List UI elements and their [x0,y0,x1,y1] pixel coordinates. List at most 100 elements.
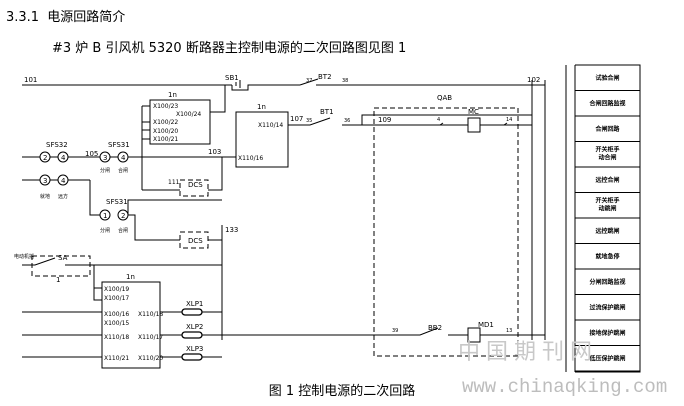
label-105: 105 [85,150,98,158]
label-36: 36 [344,118,350,124]
label-x110-17: X110/17 [138,334,163,341]
legend-item: 合闸回路 [595,125,620,133]
dcs-box-2 [179,231,209,249]
wire-top [22,84,545,91]
label-bt2: BT2 [318,73,332,81]
label-37: 37 [306,78,312,84]
sfs32-contact-3 [39,174,51,186]
label-x110-21: X110/21 [104,355,129,362]
sfs31b-contact-1 [99,209,111,221]
label-13: 13 [506,328,512,334]
label-107: 107 [290,115,303,123]
label-close-1: 合闸 [118,167,128,174]
section-title: 电源回路简介 [47,10,126,25]
label-133: 133 [225,226,238,234]
legend-item: 过流保护跳闸 [589,303,625,311]
sfs31-contact-3 [99,151,111,163]
label-dcs-2: DCS [188,237,203,245]
legend-item: 合闸回路监视 [589,99,625,107]
xlp1-plate [181,308,203,316]
label-14: 14 [506,117,512,123]
label-xlp1: XLP1 [186,300,203,308]
label-x100-15: X100/15 [104,320,129,327]
section-heading: 3.3.1 电源回路简介 [6,6,125,25]
label-sa: SA [58,254,68,262]
label-md1: MD1 [478,321,494,329]
legend-list: 试验合闸合闸回路监视合闸回路开关柜手动合闸远控合闸开关柜手动跳闸远控跳闸就地急停… [575,74,640,372]
label-close-2: 合闸 [118,227,128,234]
sfs32-contact-4b [57,174,69,186]
dcs-box-1 [179,179,209,197]
label-x100-16: X100/16 [104,311,129,318]
legend-item: 低压保护跳闸 [588,354,625,362]
wire-bottom-left [22,265,102,358]
sfs32-contact-4 [57,151,69,163]
legend-item: 接地保护跳闸 [588,329,625,337]
relay-box-1n-mid [235,111,289,168]
label-sfs31-a: SFS31 [108,141,130,149]
svg-text:3: 3 [43,177,47,185]
label-4: 4 [437,117,440,123]
wire-right-bus [531,80,546,340]
label-x110-18a: X110/18 [104,334,129,341]
label-remote: 远方 [58,193,68,200]
figure-intro-text: #3 炉 B 引风机 5320 断路器主控制电源的二次回路图见图 1 [52,41,407,56]
label-x100-23: X100/23 [153,103,178,110]
figure-caption: 图 1 控制电源的二次回路 [268,384,416,399]
label-x100-24: X100/24 [176,111,201,118]
wire-bb2 [222,327,545,336]
label-sb1: SB1 [225,74,239,82]
label-x100-19: X100/19 [104,286,129,293]
label-102: 102 [527,76,540,84]
svg-text:4: 4 [61,154,66,162]
wire-box-top [141,85,226,190]
wire-sa [22,257,222,266]
label-x100-21: X100/21 [153,136,178,143]
legend-item: 远控合闸 [595,176,619,184]
svg-text:2: 2 [43,154,47,162]
wire-107 [288,114,532,126]
label-1n-a: 1n [168,91,177,99]
svg-text:3: 3 [103,154,107,162]
wire-133 [127,199,223,340]
label-sa-desc: 电动机摇 [14,253,34,260]
xlp3-plate [181,353,203,361]
label-1n-b: 1n [257,103,266,111]
label-dcs-1: DCS [188,181,203,189]
label-x100-20: X100/20 [153,128,178,135]
legend-item: 试验合闸 [595,74,619,82]
label-sfs32: SFS32 [46,141,68,149]
label-x100-22: X100/22 [153,119,178,126]
legend-item: 开关柜手动合闸 [595,146,619,162]
svg-text:2: 2 [121,212,125,220]
sfs32-contact-2 [39,151,51,163]
label-open-1: 分闸 [100,167,110,174]
sfs31-contact-4 [117,151,129,163]
label-103: 103 [208,148,221,156]
label-mc: MC [468,108,479,116]
wire-sfs-down [89,180,100,216]
label-35: 35 [306,118,312,124]
legend-item: 就地急停 [595,252,619,260]
label-sfs31-b: SFS31 [106,198,128,206]
label-open-2: 分闸 [100,227,110,234]
label-sa-1: 1 [56,276,60,284]
qab-breaker-box [373,107,519,357]
label-101: 101 [24,76,37,84]
section-number: 3.3.1 [6,10,40,25]
wire-xlp [160,311,222,358]
label-x110-20: X110/20 [138,355,163,362]
label-111: 111 [168,179,180,186]
label-39: 39 [392,328,398,334]
mc-coil [467,117,481,133]
label-qab: QAB [437,94,452,102]
label-xlp3: XLP3 [186,345,203,353]
label-bt1: BT1 [320,108,334,116]
label-38: 38 [342,78,348,84]
xlp2-plate [181,331,203,339]
label-1n-c: 1n [126,273,135,281]
relay-box-1n-bottom [101,281,161,369]
label-x110-14: X110/14 [258,122,283,129]
svg-text:1: 1 [103,212,107,220]
terminal-marks [439,122,508,126]
